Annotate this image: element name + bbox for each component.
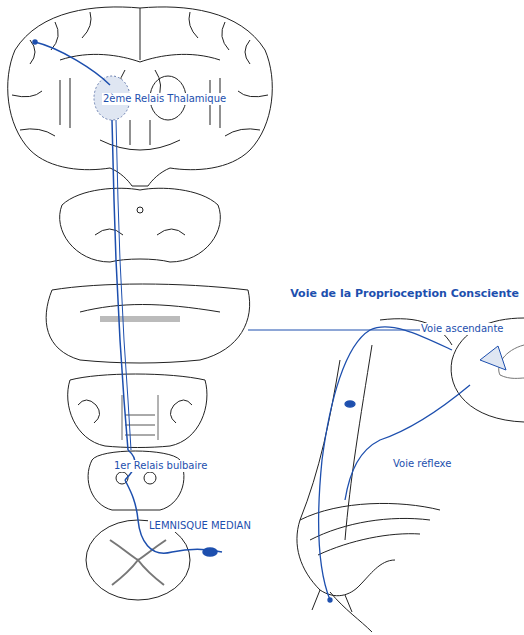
pathway-label: Voie ascendante xyxy=(420,323,505,335)
tract-label: LEMNISQUE MEDIAN xyxy=(148,520,252,532)
relay-label: 1er Relais bulbaire xyxy=(113,460,208,472)
pathway-label: Voie réflexe xyxy=(392,458,452,470)
figure-title: Voie de la Proprioception Consciente xyxy=(289,287,520,300)
relay-label: 2ème Relais Thalamique xyxy=(102,93,227,105)
